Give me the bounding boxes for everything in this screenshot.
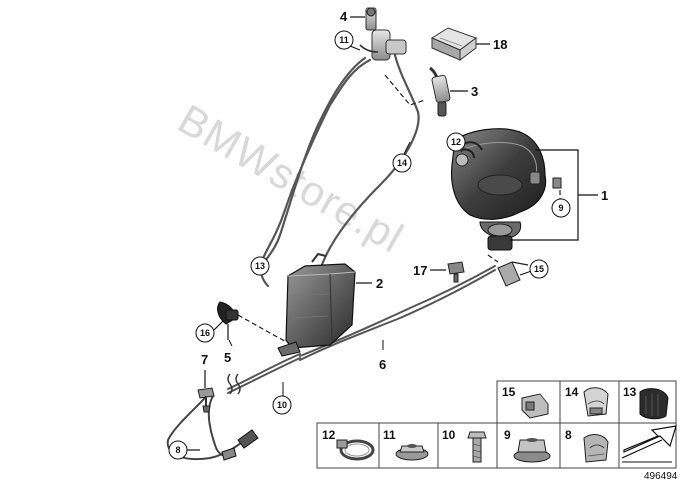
callout-11-circle: 11 (334, 30, 354, 50)
callout-10-circle: 10 (272, 395, 292, 415)
callout-15-circle: 15 (529, 259, 549, 279)
callout-6: 6 (379, 357, 386, 372)
part-8-connector (221, 429, 259, 461)
bolt-10-icon (467, 431, 487, 463)
clip-15-icon (521, 393, 549, 419)
callout-13: 13 (255, 261, 265, 271)
part-12-clamp-on-tank (461, 148, 475, 159)
callout-8: 8 (175, 445, 180, 455)
callout-13-circle: 13 (250, 256, 270, 276)
part-5-sensor (217, 301, 239, 340)
parts-table: 15 14 13 12 11 10 9 8 (316, 380, 677, 469)
callout-14-circle: 14 (392, 153, 412, 173)
callout-10: 10 (277, 400, 287, 410)
part-15-bracket (497, 261, 529, 287)
part-17-plug (447, 261, 465, 283)
part-18-control-unit (430, 27, 478, 61)
callout-16: 16 (200, 328, 210, 338)
hose-clamp-12-icon (336, 439, 375, 461)
nut-9-icon (513, 438, 551, 463)
callout-9-circle: 9 (551, 198, 571, 218)
callout-18: 18 (493, 37, 507, 52)
table-label-11: 11 (383, 428, 396, 442)
watermark: BMWstore.pl (171, 95, 412, 261)
part-9-screw (552, 177, 562, 189)
nut-11-icon (395, 444, 429, 461)
callout-7: 7 (201, 352, 208, 367)
part-1-tank (450, 128, 547, 251)
table-label-10: 10 (442, 428, 456, 442)
callout-17: 17 (413, 263, 427, 278)
arrow-icon (621, 425, 677, 463)
callout-5: 5 (224, 350, 231, 365)
callout-2: 2 (376, 276, 383, 291)
callout-14: 14 (397, 158, 407, 168)
callout-3: 3 (471, 84, 478, 99)
clip-14-icon (583, 387, 609, 417)
part-3-injector (429, 66, 451, 117)
table-label-8: 8 (565, 428, 572, 442)
leader-16 (213, 319, 225, 331)
callout-16-circle: 16 (195, 323, 215, 343)
clip-8-icon (583, 434, 609, 463)
part-2-canister (277, 252, 356, 357)
grommet-13-icon (639, 388, 669, 420)
callout-8-circle: 8 (168, 440, 188, 460)
callout-4: 4 (340, 9, 348, 24)
table-label-13: 13 (623, 385, 637, 399)
part-7-holder (197, 370, 215, 413)
callout-12-circle: 12 (446, 132, 466, 152)
table-label-9: 9 (504, 428, 511, 442)
break-mark (235, 373, 241, 395)
leader-1-bracket (510, 149, 598, 241)
callout-12: 12 (451, 137, 461, 147)
part-4-valve (359, 7, 407, 61)
reference-number: 496494 (644, 471, 678, 482)
break-mark (227, 373, 233, 395)
callout-15: 15 (534, 264, 544, 274)
table-label-12: 12 (322, 428, 336, 442)
callout-1: 1 (601, 188, 608, 203)
table-label-14: 14 (565, 385, 579, 399)
table-label-15: 15 (502, 385, 516, 399)
callout-9: 9 (558, 203, 563, 213)
callout-11: 11 (339, 35, 349, 45)
